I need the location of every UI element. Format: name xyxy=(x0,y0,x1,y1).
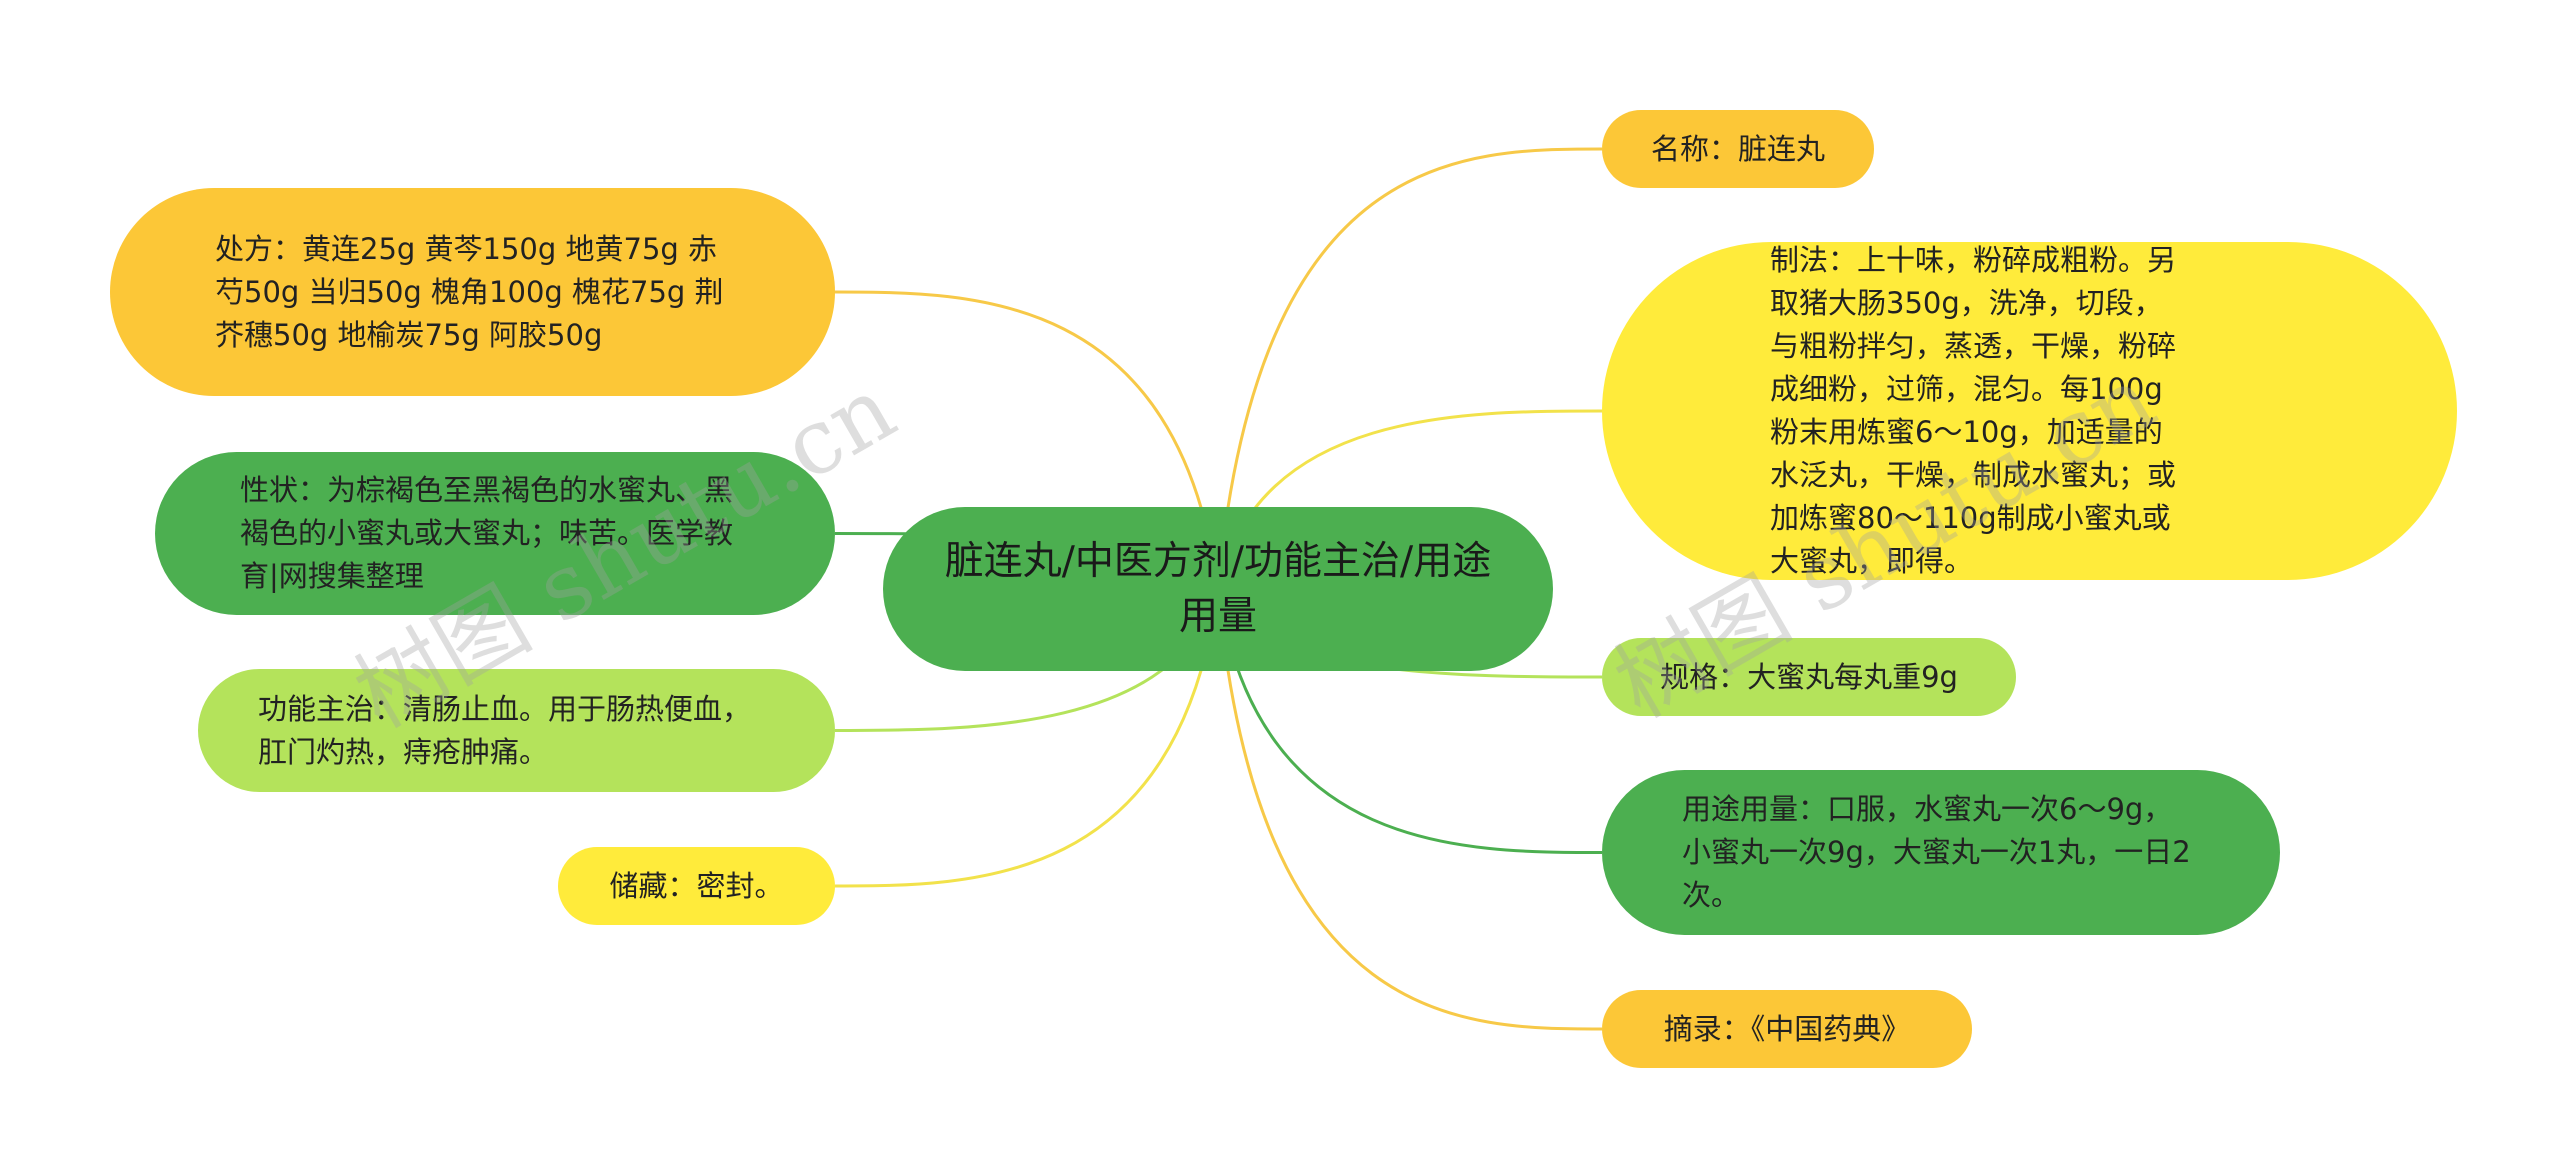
node-usage[interactable]: 用途用量：口服，水蜜丸一次6～9g，小蜜丸一次9g，大蜜丸一次1丸，一日2次。 xyxy=(1602,770,2280,935)
node-properties[interactable]: 性状：为棕褐色至黑褐色的水蜜丸、黑褐色的小蜜丸或大蜜丸；味苦。医学教育|网搜集整… xyxy=(155,452,835,615)
node-method-text: 制法：上十味，粉碎成粗粉。另取猪大肠350g，洗净，切段，与粗粉拌匀，蒸透，干燥… xyxy=(1770,243,2177,578)
node-prescription[interactable]: 处方：黄连25g 黄芩150g 地黄75g 赤芍50g 当归50g 槐角100g… xyxy=(110,188,835,396)
node-source-text: 摘录：《中国药典》 xyxy=(1663,1011,1911,1046)
link-name xyxy=(1216,147,1603,590)
link-usage xyxy=(1216,588,1603,854)
link-prescription xyxy=(834,290,1220,590)
node-spec[interactable]: 规格：大蜜丸每丸重9g xyxy=(1602,638,2016,716)
node-storage[interactable]: 储藏：密封。 xyxy=(558,847,835,925)
node-function[interactable]: 功能主治：清肠止血。用于肠热便血，肛门灼热，痔疮肿痛。 xyxy=(198,669,835,792)
link-source xyxy=(1216,588,1603,1031)
node-name[interactable]: 名称：脏连丸 xyxy=(1602,110,1874,188)
node-prescription-text: 处方：黄连25g 黄芩150g 地黄75g 赤芍50g 当归50g 槐角100g… xyxy=(215,231,724,352)
link-storage xyxy=(834,588,1220,888)
node-usage-text: 用途用量：口服，水蜜丸一次6～9g，小蜜丸一次9g，大蜜丸一次1丸，一日2次。 xyxy=(1682,792,2191,912)
node-properties-text: 性状：为棕褐色至黑褐色的水蜜丸、黑褐色的小蜜丸或大蜜丸；味苦。医学教育|网搜集整… xyxy=(240,473,734,593)
node-function-text: 功能主治：清肠止血。用于肠热便血，肛门灼热，痔疮肿痛。 xyxy=(258,691,752,769)
central-topic-label: 脏连丸/中医方剂/功能主治/用途用量 xyxy=(944,539,1492,639)
node-source[interactable]: 摘录：《中国药典》 xyxy=(1602,990,1972,1068)
central-topic[interactable]: 脏连丸/中医方剂/功能主治/用途用量 xyxy=(883,507,1553,671)
node-name-text: 名称：脏连丸 xyxy=(1650,131,1825,166)
node-storage-text: 储藏：密封。 xyxy=(609,868,784,903)
node-spec-text: 规格：大蜜丸每丸重9g xyxy=(1660,659,1958,694)
node-method[interactable]: 制法：上十味，粉碎成粗粉。另取猪大肠350g，洗净，切段，与粗粉拌匀，蒸透，干燥… xyxy=(1602,242,2457,580)
